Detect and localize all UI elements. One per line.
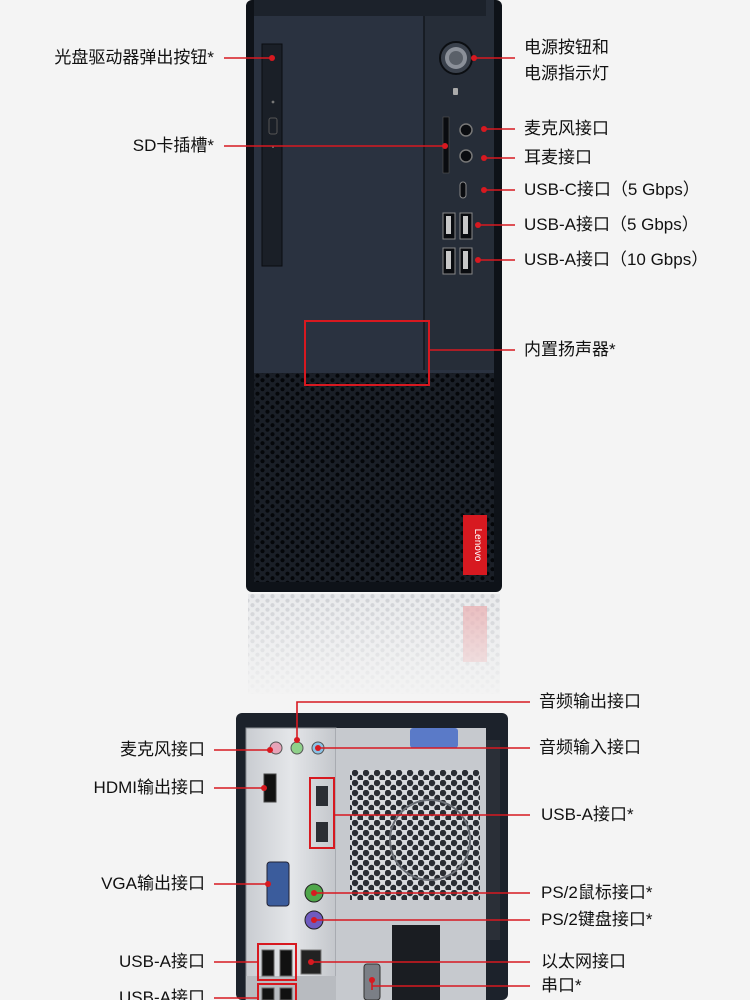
lenovo-logo: Lenovo xyxy=(472,529,483,562)
label-mic-rear: 麦克风接口 xyxy=(120,740,205,759)
label-headset: 耳麦接口 xyxy=(524,148,592,167)
label-ps2-keyboard: PS/2键盘接口* xyxy=(541,910,653,929)
speaker-highlight-box xyxy=(304,320,430,386)
label-power-line1: 电源按钮和 xyxy=(524,38,609,57)
label-sd-slot: SD卡插槽* xyxy=(132,136,214,155)
label-usb-a-star: USB-A接口* xyxy=(541,805,634,824)
label-optical-eject: 光盘驱动器弹出按钮* xyxy=(54,48,214,67)
label-usb-a-rear-bottom: USB-A接口 xyxy=(119,988,205,1000)
label-usb-a-5: USB-A接口（5 Gbps） xyxy=(524,215,699,234)
label-vga: VGA输出接口 xyxy=(101,874,205,893)
label-speaker: 内置扬声器* xyxy=(524,340,616,359)
label-ethernet: 以太网接口 xyxy=(541,952,626,971)
label-usb-a-10: USB-A接口（10 Gbps） xyxy=(524,250,709,269)
label-hdmi: HDMI输出接口 xyxy=(93,778,205,797)
label-power-line2: 电源指示灯 xyxy=(524,64,609,83)
highlight-boxes xyxy=(257,320,430,1000)
label-audio-in: 音频输入接口 xyxy=(539,738,641,757)
leader-dots xyxy=(261,55,487,983)
label-usb-c: USB-C接口（5 Gbps） xyxy=(524,180,700,199)
front-tower: Lenovo xyxy=(246,0,502,592)
label-usb-a-rear: USB-A接口 xyxy=(119,952,205,971)
label-mic-front: 麦克风接口 xyxy=(524,119,609,138)
label-audio-out: 音频输出接口 xyxy=(539,692,641,711)
leader-lines xyxy=(214,57,530,999)
usb-a-bottom-highlight-box xyxy=(257,983,297,1000)
label-serial: 串口* xyxy=(541,976,582,995)
tower-reflection xyxy=(240,594,510,704)
rear-tower xyxy=(236,713,508,1000)
usb-a-star-highlight-box xyxy=(309,777,335,849)
label-ps2-mouse: PS/2鼠标接口* xyxy=(541,883,653,902)
